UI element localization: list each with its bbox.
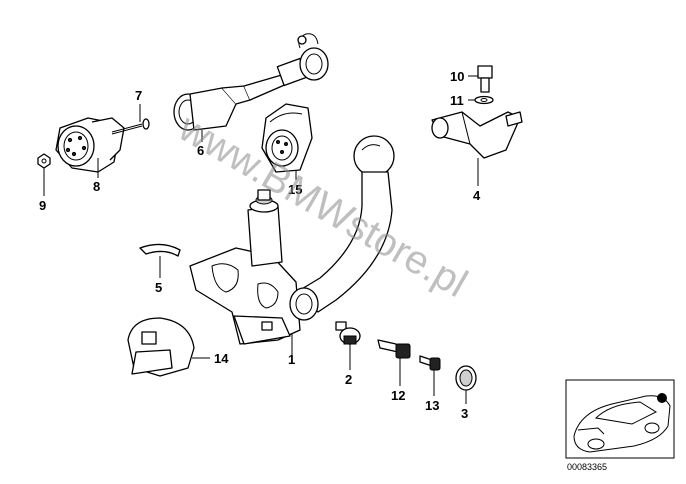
screw-drawing	[111, 104, 150, 135]
label-part-13: 13	[425, 398, 439, 413]
label-part-3: 3	[461, 406, 468, 421]
label-part-8: 8	[93, 179, 100, 194]
nut-drawing	[37, 153, 51, 196]
label-part-5: 5	[155, 280, 162, 295]
location-marker-icon	[657, 393, 667, 403]
label-part-12: 12	[391, 388, 405, 403]
key-drawing	[377, 339, 411, 386]
lock-cylinder-drawing	[335, 321, 361, 370]
small-key-drawing	[419, 355, 441, 396]
label-part-6: 6	[197, 143, 204, 158]
adapter-cable-drawing	[173, 33, 329, 142]
label-part-11: 11	[450, 93, 464, 108]
mounting-bracket-drawing	[431, 111, 523, 186]
tow-hitch-drawing	[189, 135, 395, 356]
label-part-10: 10	[450, 69, 464, 84]
label-part-14: 14	[214, 351, 229, 366]
washer-drawing	[468, 95, 494, 105]
retaining-clip-drawing	[139, 243, 181, 278]
label-part-4: 4	[473, 188, 481, 203]
label-part-1: 1	[288, 352, 295, 367]
label-part-7: 7	[135, 88, 142, 103]
bolt-drawing	[468, 65, 493, 93]
protective-cover-drawing	[127, 317, 210, 377]
socket-13pin-drawing	[261, 103, 313, 180]
reference-number: 00083365	[567, 462, 607, 472]
cap-ring-drawing	[455, 365, 477, 404]
car-location-inset	[565, 379, 675, 459]
label-part-15: 15	[288, 182, 302, 197]
label-part-9: 9	[39, 198, 46, 213]
socket-housing-drawing	[55, 117, 125, 178]
label-part-2: 2	[345, 372, 352, 387]
